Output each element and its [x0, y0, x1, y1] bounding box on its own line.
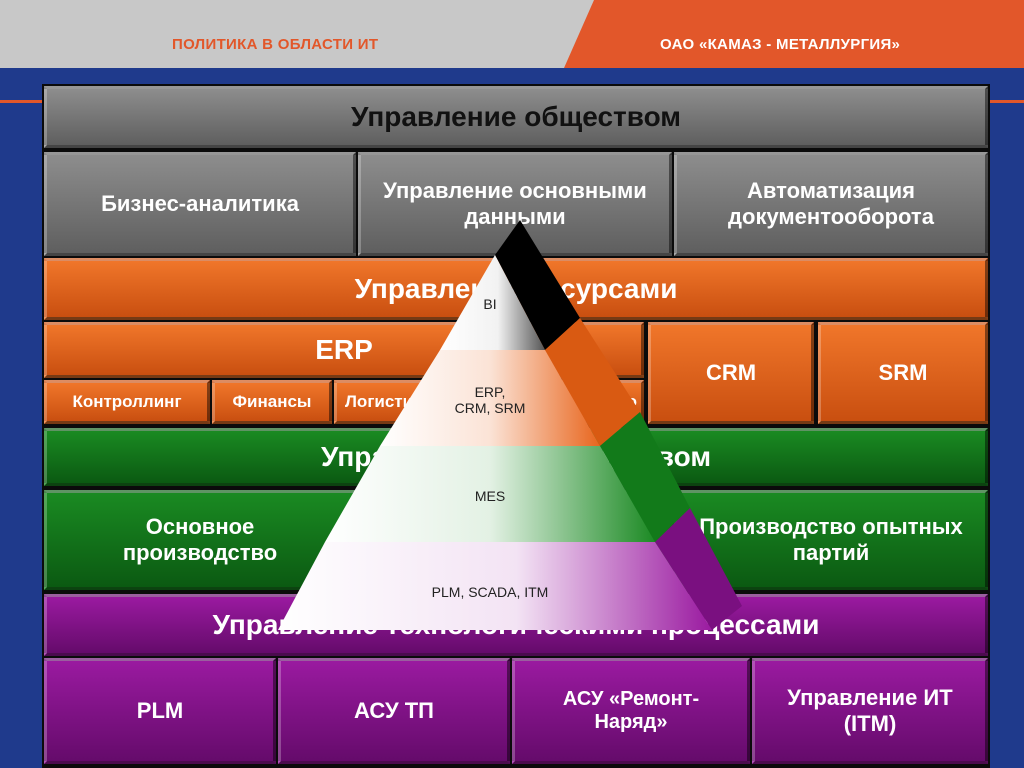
main-production-box: Основное производство [44, 490, 356, 590]
accent-stripe-left [0, 100, 42, 103]
doc-automation-box: Автоматизация документооборота [674, 152, 988, 256]
pyramid-label-plm: PLM, SCADA, ITM [431, 584, 549, 600]
pyramid-side-mes [600, 412, 690, 542]
pyramid-label-mes: MES [474, 488, 506, 504]
crm-label: CRM [705, 360, 757, 385]
pyramid-level-plm [278, 542, 712, 630]
business-analytics-box: Бизнес-аналитика [44, 152, 356, 256]
pyramid-level-bi [440, 255, 545, 350]
header-left-band [0, 0, 600, 68]
plm-label: PLM [136, 698, 184, 723]
accent-stripe-right [990, 100, 1024, 103]
erp-module-finance: Финансы [212, 380, 332, 424]
crm-box: CRM [648, 322, 814, 424]
society-title-box: Управление обществом [44, 86, 988, 148]
doc-automation-label: Автоматизация документооборота [728, 178, 934, 229]
header-left-title: ПОЛИТИКА В ОБЛАСТИ ИТ [172, 36, 379, 53]
pyramid-label-erp: ERP,CRM, SRM [454, 384, 526, 416]
erp-module-controlling: Контроллинг [44, 380, 210, 424]
society-title: Управление обществом [350, 101, 682, 132]
erp-label: ERP [315, 334, 373, 365]
asu-repair-box: АСУ «Ремонт-Наряд» [512, 658, 750, 764]
asu-tp-box: АСУ ТП [278, 658, 510, 764]
pyramid-side-bi [495, 220, 580, 350]
master-data-label: Управление основными данными [383, 178, 647, 229]
main-production-label: Основное производство [122, 514, 278, 565]
asu-tp-label: АСУ ТП [354, 698, 434, 723]
pyramid-level-erp [380, 350, 600, 446]
pyramid-label-bi: BI [483, 296, 497, 312]
header-right-band [564, 0, 1024, 68]
pyramid-side-plm [655, 508, 742, 630]
pilot-production-box: Производство опытных партий [674, 490, 988, 590]
asu-repair-label: АСУ «Ремонт-Наряд» [562, 688, 700, 733]
srm-box: SRM [818, 322, 988, 424]
erp-module-label: Контроллинг [72, 392, 182, 411]
plm-box: PLM [44, 658, 276, 764]
erp-module-label: Финансы [232, 392, 312, 411]
pilot-production-label: Производство опытных партий [699, 514, 963, 565]
itm-label: Управление ИТ (ITM) [787, 685, 953, 736]
itm-box: Управление ИТ (ITM) [752, 658, 988, 764]
srm-label: SRM [878, 360, 928, 385]
pyramid-side-erp [545, 318, 640, 446]
header-right-title: ОАО «КАМАЗ - МЕТАЛЛУРГИЯ» [660, 36, 901, 53]
pyramid-level-mes [325, 446, 655, 542]
business-analytics-label: Бизнес-аналитика [101, 191, 299, 216]
